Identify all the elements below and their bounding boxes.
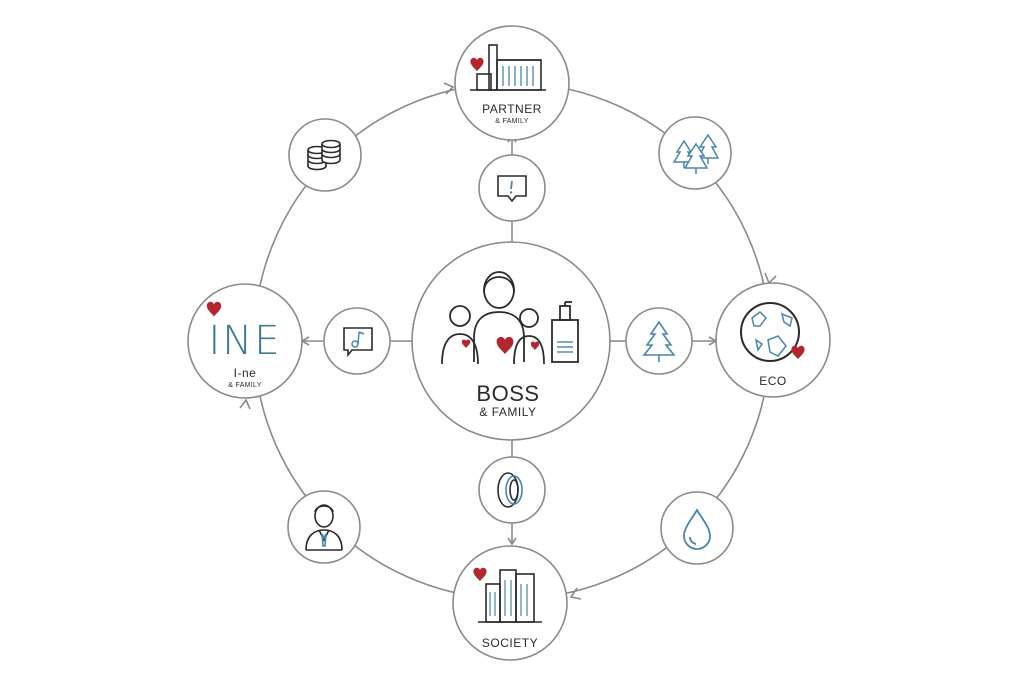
society-title: SOCIETY [482, 636, 538, 650]
ine-node: INE I-ne & FAMILY [187, 283, 303, 399]
ring-arrows [239, 82, 777, 600]
ring-top-right-node [658, 116, 732, 190]
family-icon [441, 271, 579, 365]
tree-icon [642, 320, 676, 362]
inner-left-node [323, 307, 391, 375]
eco-title: ECO [759, 374, 787, 388]
partner-title: PARTNER [482, 102, 542, 116]
partner-subtitle: & FAMILY [495, 118, 528, 125]
ine-title: I-ne [234, 366, 257, 380]
forest-icon [672, 133, 720, 174]
factory-icon [470, 44, 546, 91]
partner-node: PARTNER & FAMILY [454, 25, 570, 141]
ring-top-left-node [288, 118, 362, 192]
ine-logo: INE [209, 318, 282, 364]
eco-node: ECO [715, 282, 831, 398]
inner-right-node [625, 307, 693, 375]
globe-icon [740, 302, 800, 362]
music-bubble-icon [343, 327, 373, 358]
water-drop-icon [683, 508, 711, 550]
society-node: SOCIETY [452, 545, 568, 661]
ine-subtitle: & FAMILY [228, 382, 261, 389]
ring-bottom-right-node [660, 491, 734, 565]
boss-title: BOSS [476, 381, 539, 406]
businessman-icon [305, 504, 343, 551]
ring-bottom-left-node [287, 490, 361, 564]
inner-top-node [478, 154, 546, 222]
buildings-icon [478, 569, 542, 623]
bottle-cap-icon [497, 472, 523, 508]
boss-node: BOSS & FAMILY [411, 241, 611, 441]
inner-bottom-node [478, 456, 546, 524]
coins-icon [307, 139, 341, 171]
speech-bubble-icon [497, 175, 527, 203]
boss-subtitle: & FAMILY [479, 405, 536, 419]
